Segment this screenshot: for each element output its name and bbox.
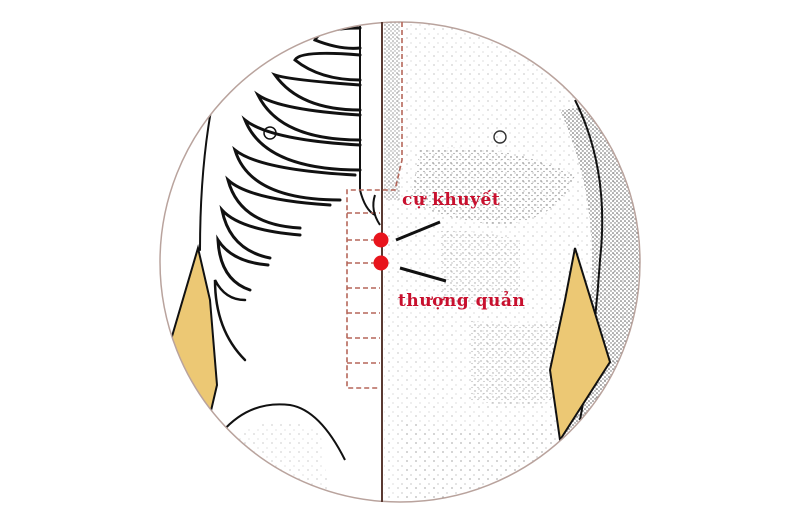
circle-frame <box>159 21 641 503</box>
left-flank-region <box>166 244 219 418</box>
leader-line-thuong-quan <box>399 266 447 283</box>
label-thuong-quan: thượng quản <box>398 291 526 311</box>
illustration-body <box>160 22 640 502</box>
hip-outline <box>221 403 346 461</box>
right-flank-region <box>548 247 612 443</box>
leader-line-cu-khuyet <box>395 220 441 242</box>
label-cu-khuyet: cự khuyết <box>402 190 501 210</box>
acupoint-thuong-quan <box>373 255 389 271</box>
acupoint-cu-khuyet <box>373 232 389 248</box>
torso-muscles <box>384 22 640 502</box>
